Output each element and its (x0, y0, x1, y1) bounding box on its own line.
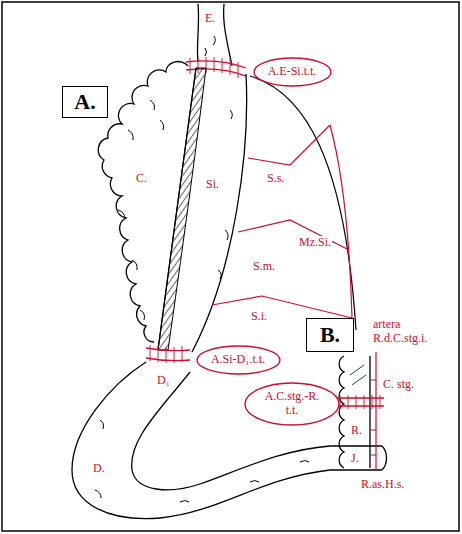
part-label: Si. (205, 178, 220, 192)
part-label: R. (350, 424, 363, 438)
panel-letter-box: A. (62, 86, 108, 118)
part-label: Mz.Si. (298, 236, 332, 250)
anastomosis-ellipse: A.E-Si.t.t. (253, 57, 332, 87)
anastomosis-ellipse: A.Si-D₁.t.t. (196, 345, 281, 375)
part-label: R.as.H.s. (360, 478, 405, 492)
part-label: J. (350, 452, 360, 466)
part-label: D. (92, 462, 106, 476)
part-label: S.m. (252, 260, 276, 274)
part-label: C. stg. (382, 378, 415, 392)
anastomosis-label: A.E-Si.t.t. (268, 65, 317, 79)
panel-letter: A. (74, 89, 95, 115)
part-label: S.s. (266, 172, 285, 186)
part-label: D₁ (156, 374, 171, 388)
anastomosis-label: A.Si-D₁.t.t. (211, 353, 265, 367)
anastomosis-ellipse: A.C.stg.-R. t.t. (244, 382, 340, 426)
part-label: artera R.d.C.stg.i. (372, 318, 456, 346)
part-label: E. (204, 12, 216, 26)
part-label: C. (135, 172, 148, 186)
anastomosis-label: A.C.stg.-R. t.t. (259, 390, 325, 418)
part-label: S.i. (250, 310, 268, 324)
panel-letter-box: B. (306, 318, 354, 352)
panel-letter: B. (320, 322, 340, 348)
